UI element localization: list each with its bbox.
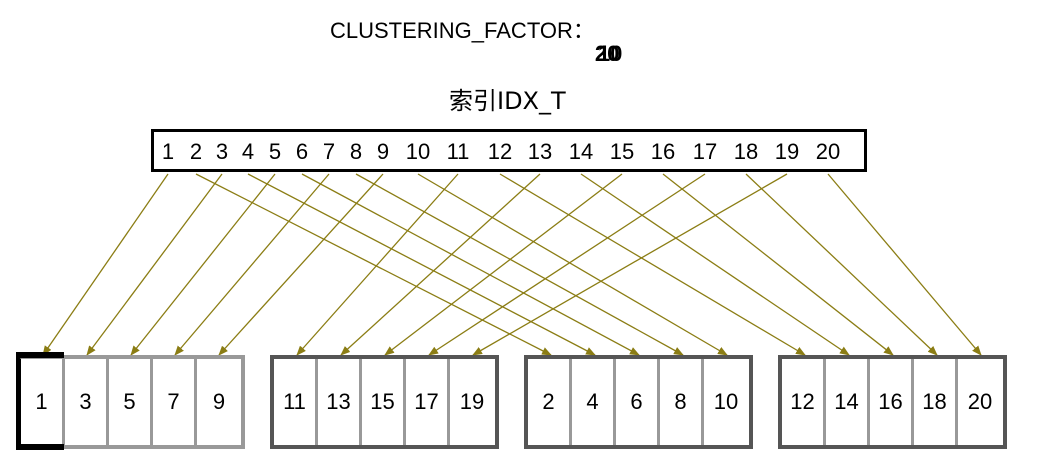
table-row-cell: 7 — [153, 359, 197, 445]
arrow-key-17 — [428, 173, 706, 356]
index-key: 18 — [733, 139, 759, 164]
table-row-cell: 4 — [572, 359, 616, 445]
index-key: 6 — [295, 139, 309, 164]
index-key: 1 — [161, 139, 175, 164]
arrow-key-11 — [296, 173, 459, 356]
table-row-cell: 6 — [616, 359, 660, 445]
block-1-highlight-bottom — [16, 442, 64, 450]
arrow-key-15 — [384, 173, 623, 356]
arrow-key-10 — [417, 173, 728, 356]
index-key: 7 — [322, 139, 336, 164]
clustering-factor-value-b: 10 — [597, 41, 623, 66]
arrow-key-19 — [472, 173, 788, 356]
index-key: 12 — [487, 139, 513, 164]
clustering-factor-label: CLUSTERING_FACTOR： — [330, 18, 595, 43]
arrow-key-6 — [301, 173, 640, 356]
table-row-cell: 15 — [362, 359, 406, 445]
index-key: 14 — [568, 139, 594, 164]
arrow-key-1 — [42, 173, 169, 356]
index-key: 13 — [527, 139, 553, 164]
arrow-key-5 — [130, 173, 276, 356]
arrow-key-3 — [86, 173, 223, 356]
index-key: 15 — [609, 139, 635, 164]
index-key: 10 — [405, 139, 431, 164]
table-row-cell: 2 — [528, 359, 572, 445]
index-name: 索引IDX_T — [449, 87, 566, 115]
index-key: 2 — [189, 139, 203, 164]
arrow-key-13 — [340, 173, 541, 356]
index-key: 4 — [241, 139, 255, 164]
block-1-highlight-top — [16, 352, 64, 360]
table-row-cell: 12 — [782, 359, 826, 445]
index-key: 3 — [215, 139, 229, 164]
arrow-key-8 — [355, 173, 684, 356]
arrow-key-18 — [745, 173, 938, 356]
index-key: 19 — [774, 139, 800, 164]
arrow-key-20 — [827, 173, 982, 356]
table-row-cell: 20 — [967, 389, 993, 414]
table-row-cell: 19 — [459, 389, 485, 414]
table-row-cell: 1 — [21, 359, 65, 445]
arrow-key-7 — [174, 173, 330, 356]
table-row-cell: 5 — [109, 359, 153, 445]
arrow-key-9 — [218, 173, 384, 356]
table-row-cell: 11 — [274, 359, 318, 445]
table-row-cell: 9 — [212, 389, 226, 414]
index-key: 5 — [268, 139, 282, 164]
arrow-key-4 — [247, 173, 596, 356]
table-row-cell: 16 — [870, 359, 914, 445]
clustering-factor-value-a: 20 — [594, 41, 620, 66]
index-key: 17 — [692, 139, 718, 164]
index-key: 9 — [376, 139, 390, 164]
table-row-cell: 8 — [660, 359, 704, 445]
index-box — [151, 129, 867, 172]
arrow-key-14 — [580, 173, 850, 356]
table-row-cell: 18 — [914, 359, 958, 445]
table-row-cell: 17 — [406, 359, 450, 445]
index-key: 20 — [815, 139, 841, 164]
table-row-cell: 14 — [826, 359, 870, 445]
table-row-cell: 13 — [318, 359, 362, 445]
index-key: 8 — [349, 139, 363, 164]
index-key: 16 — [650, 139, 676, 164]
arrow-key-2 — [195, 173, 552, 356]
arrow-key-16 — [662, 173, 894, 356]
table-row-cell: 10 — [713, 389, 739, 414]
index-key: 11 — [446, 139, 470, 164]
table-row-cell: 3 — [65, 359, 109, 445]
arrow-key-12 — [499, 173, 806, 356]
